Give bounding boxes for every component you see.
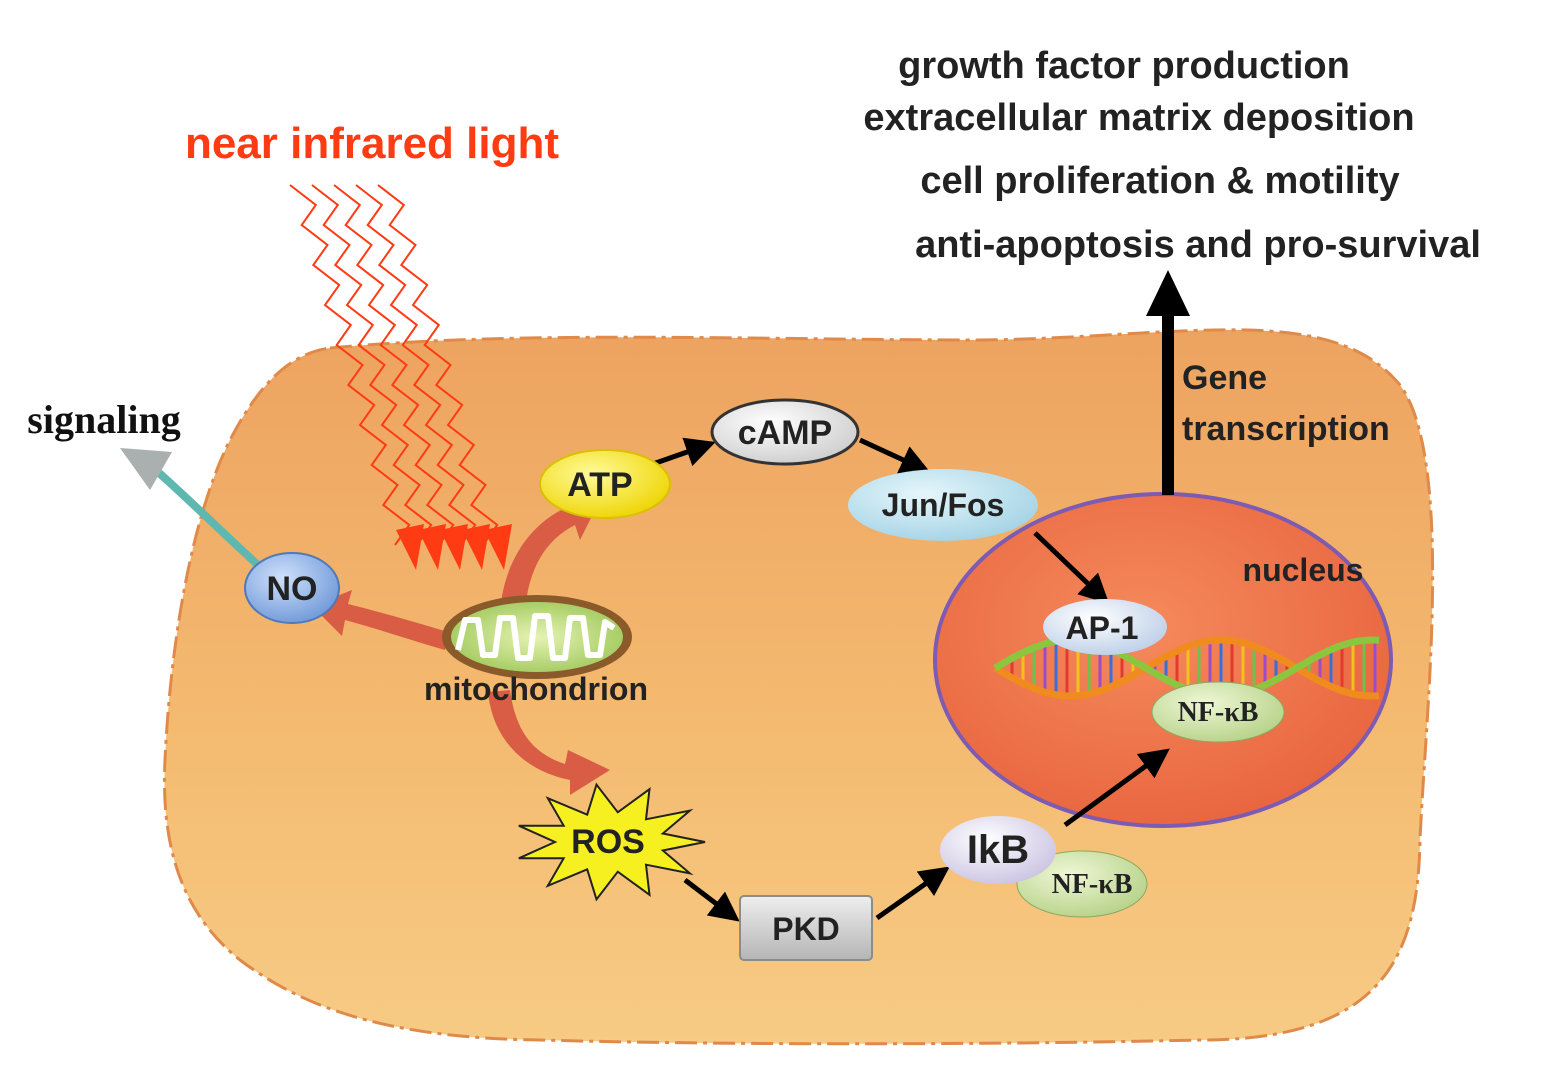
light-wave	[377, 184, 499, 546]
ap1-label: AP-1	[1066, 610, 1139, 646]
mitochondrion-label: mitochondrion	[424, 671, 648, 707]
mitochondrion-icon	[442, 595, 632, 679]
node-pkd	[739, 895, 873, 961]
nfkb-nucleus-label: NF-κB	[1178, 697, 1259, 728]
signaling-label: signaling	[27, 397, 180, 442]
node-nfkb-cytoplasm	[1016, 850, 1148, 918]
ros-label: ROS	[571, 823, 645, 861]
infrared-light-waves-icon	[289, 184, 512, 570]
atp-label: ATP	[567, 466, 632, 504]
node-ros	[518, 782, 706, 902]
node-jun-fos	[848, 469, 1038, 541]
light-arrowhead	[440, 524, 468, 570]
gene-label: Gene	[1182, 359, 1267, 397]
no-label: NO	[267, 570, 318, 608]
dna-strand	[993, 636, 1380, 700]
node-ikb	[940, 816, 1056, 884]
node-nfkb-nucleus	[1151, 681, 1285, 743]
light-arrowhead	[462, 524, 490, 570]
gene-transcription-arrow	[1146, 270, 1190, 495]
outcome-label: growth factor production	[898, 45, 1350, 87]
outcome-label: anti-apoptosis and pro-survival	[915, 224, 1481, 266]
light-label: near infrared light	[185, 119, 559, 168]
mitochondrion-arrows	[312, 497, 610, 795]
transcription-label: transcription	[1182, 410, 1390, 448]
node-ap1	[1043, 599, 1167, 655]
jun-fos-label: Jun/Fos	[882, 487, 1005, 523]
light-wave	[311, 184, 433, 546]
light-wave	[289, 184, 411, 546]
light-wave	[355, 184, 477, 546]
pathway-arrows	[649, 437, 1170, 922]
light-arrowhead	[418, 524, 446, 570]
nfkb-cytoplasm-label: NF-κB	[1052, 869, 1133, 900]
camp-label: cAMP	[738, 414, 832, 452]
light-wave	[333, 184, 455, 546]
pkd-label: PKD	[772, 911, 840, 947]
node-no	[244, 552, 340, 624]
node-camp	[710, 398, 860, 466]
nucleus-label: nucleus	[1243, 552, 1364, 588]
node-atp	[539, 449, 671, 519]
ikb-label: IkB	[967, 828, 1029, 872]
outcome-label: cell proliferation & motility	[920, 160, 1399, 202]
signaling-arrow	[120, 448, 261, 568]
outcome-label: extracellular matrix deposition	[863, 97, 1414, 139]
light-arrowhead	[484, 524, 512, 570]
light-arrowhead	[396, 524, 424, 570]
